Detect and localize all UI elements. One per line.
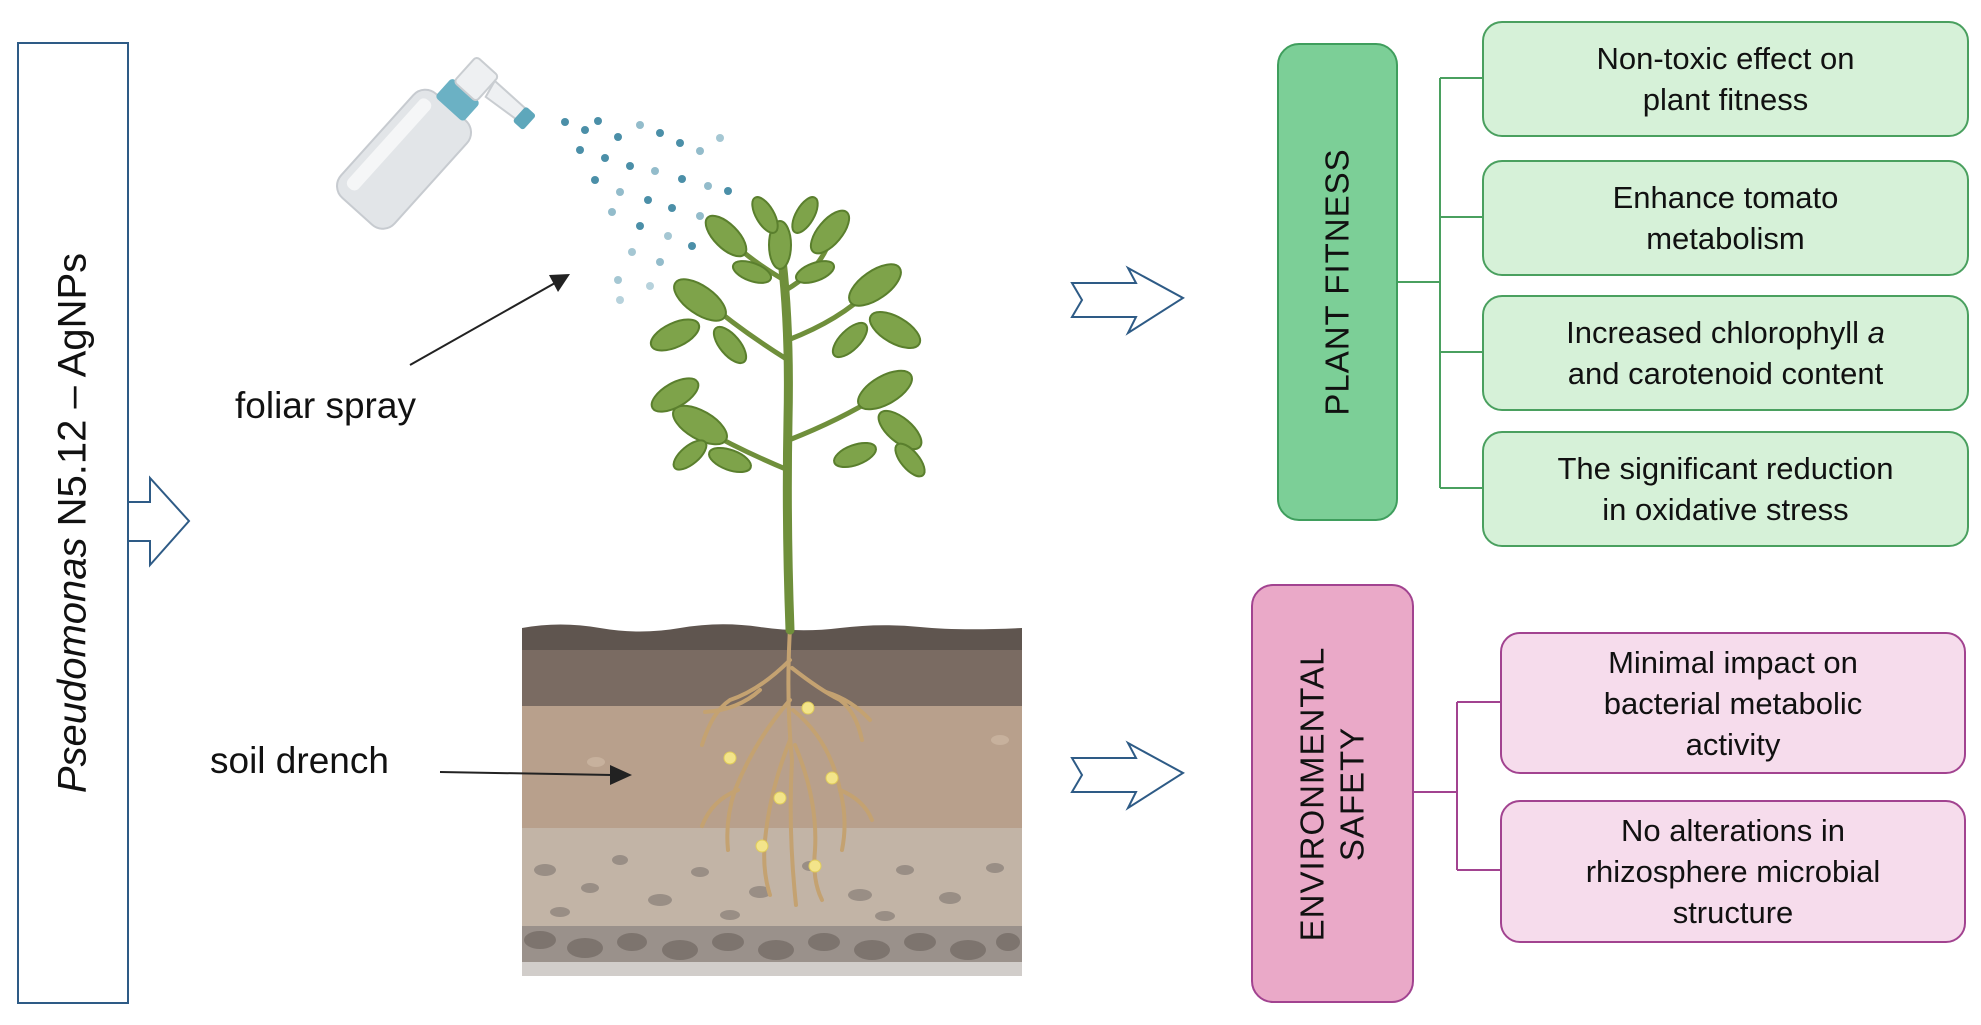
effect-line: bacterial metabolic: [1603, 685, 1863, 721]
effect-line: in oxidative stress: [1602, 492, 1849, 527]
effect-rhizosphere: No alterations in rhizosphere microbial st…: [1500, 800, 1966, 943]
plant-fitness-connectors: [1398, 77, 1482, 489]
effect-line: Increased chlorophyll: [1566, 315, 1868, 350]
soil-profile-icon: [522, 624, 1022, 978]
effect-line: and carotenoid content: [1567, 356, 1884, 391]
title-arrow: [129, 475, 191, 568]
effect-line: No alterations in: [1620, 813, 1845, 848]
tomato-plant-icon: [649, 196, 926, 635]
effect-line: The significant reduction: [1557, 451, 1894, 486]
plant-fitness-category: PLANT FITNESS: [1277, 43, 1398, 521]
effect-line: structure: [1672, 895, 1794, 930]
spray-droplets: [561, 117, 732, 304]
plant-fitness-label: PLANT FITNESS: [1318, 148, 1356, 416]
effect-italic-a: a: [1867, 315, 1885, 350]
effect-line: plant fitness: [1642, 82, 1809, 117]
effect-oxidative-stress: The significant reduction in oxidative st…: [1482, 431, 1969, 547]
effect-line: activity: [1685, 726, 1781, 762]
effect-line: Non-toxic effect on: [1596, 41, 1855, 76]
effect-metabolism: Enhance tomato metabolism: [1482, 160, 1969, 276]
nanoparticle-dots: [723, 701, 839, 873]
effect-line: Enhance tomato: [1612, 180, 1839, 215]
env-label-line1: ENVIRONMENTAL: [1293, 646, 1331, 941]
effect-non-toxic: Non-toxic effect on plant fitness: [1482, 21, 1969, 137]
title-box: [17, 42, 129, 1004]
effect-chlorophyll: Increased chlorophyll a and carotenoid co…: [1482, 295, 1969, 411]
environmental-safety-arrow: [1070, 740, 1185, 811]
soil-drench-pointer: [439, 765, 632, 785]
foliar-spray-label: foliar spray: [235, 385, 416, 426]
soil-drench-label: soil drench: [210, 740, 389, 781]
effect-line: rhizosphere microbial: [1585, 854, 1881, 889]
roots: [700, 626, 874, 907]
environmental-safety-connectors: [1414, 701, 1500, 871]
env-label-line2: SAFETY: [1333, 726, 1371, 861]
effect-line: Minimal impact on: [1608, 644, 1858, 680]
effect-bacterial-activity: Minimal impact on bacterial metabolic acti…: [1500, 632, 1966, 774]
effect-line: metabolism: [1646, 221, 1805, 256]
plant-fitness-arrow: [1070, 265, 1185, 336]
spray-bottle-icon: [336, 56, 536, 230]
foliar-spray-pointer: [409, 274, 570, 366]
